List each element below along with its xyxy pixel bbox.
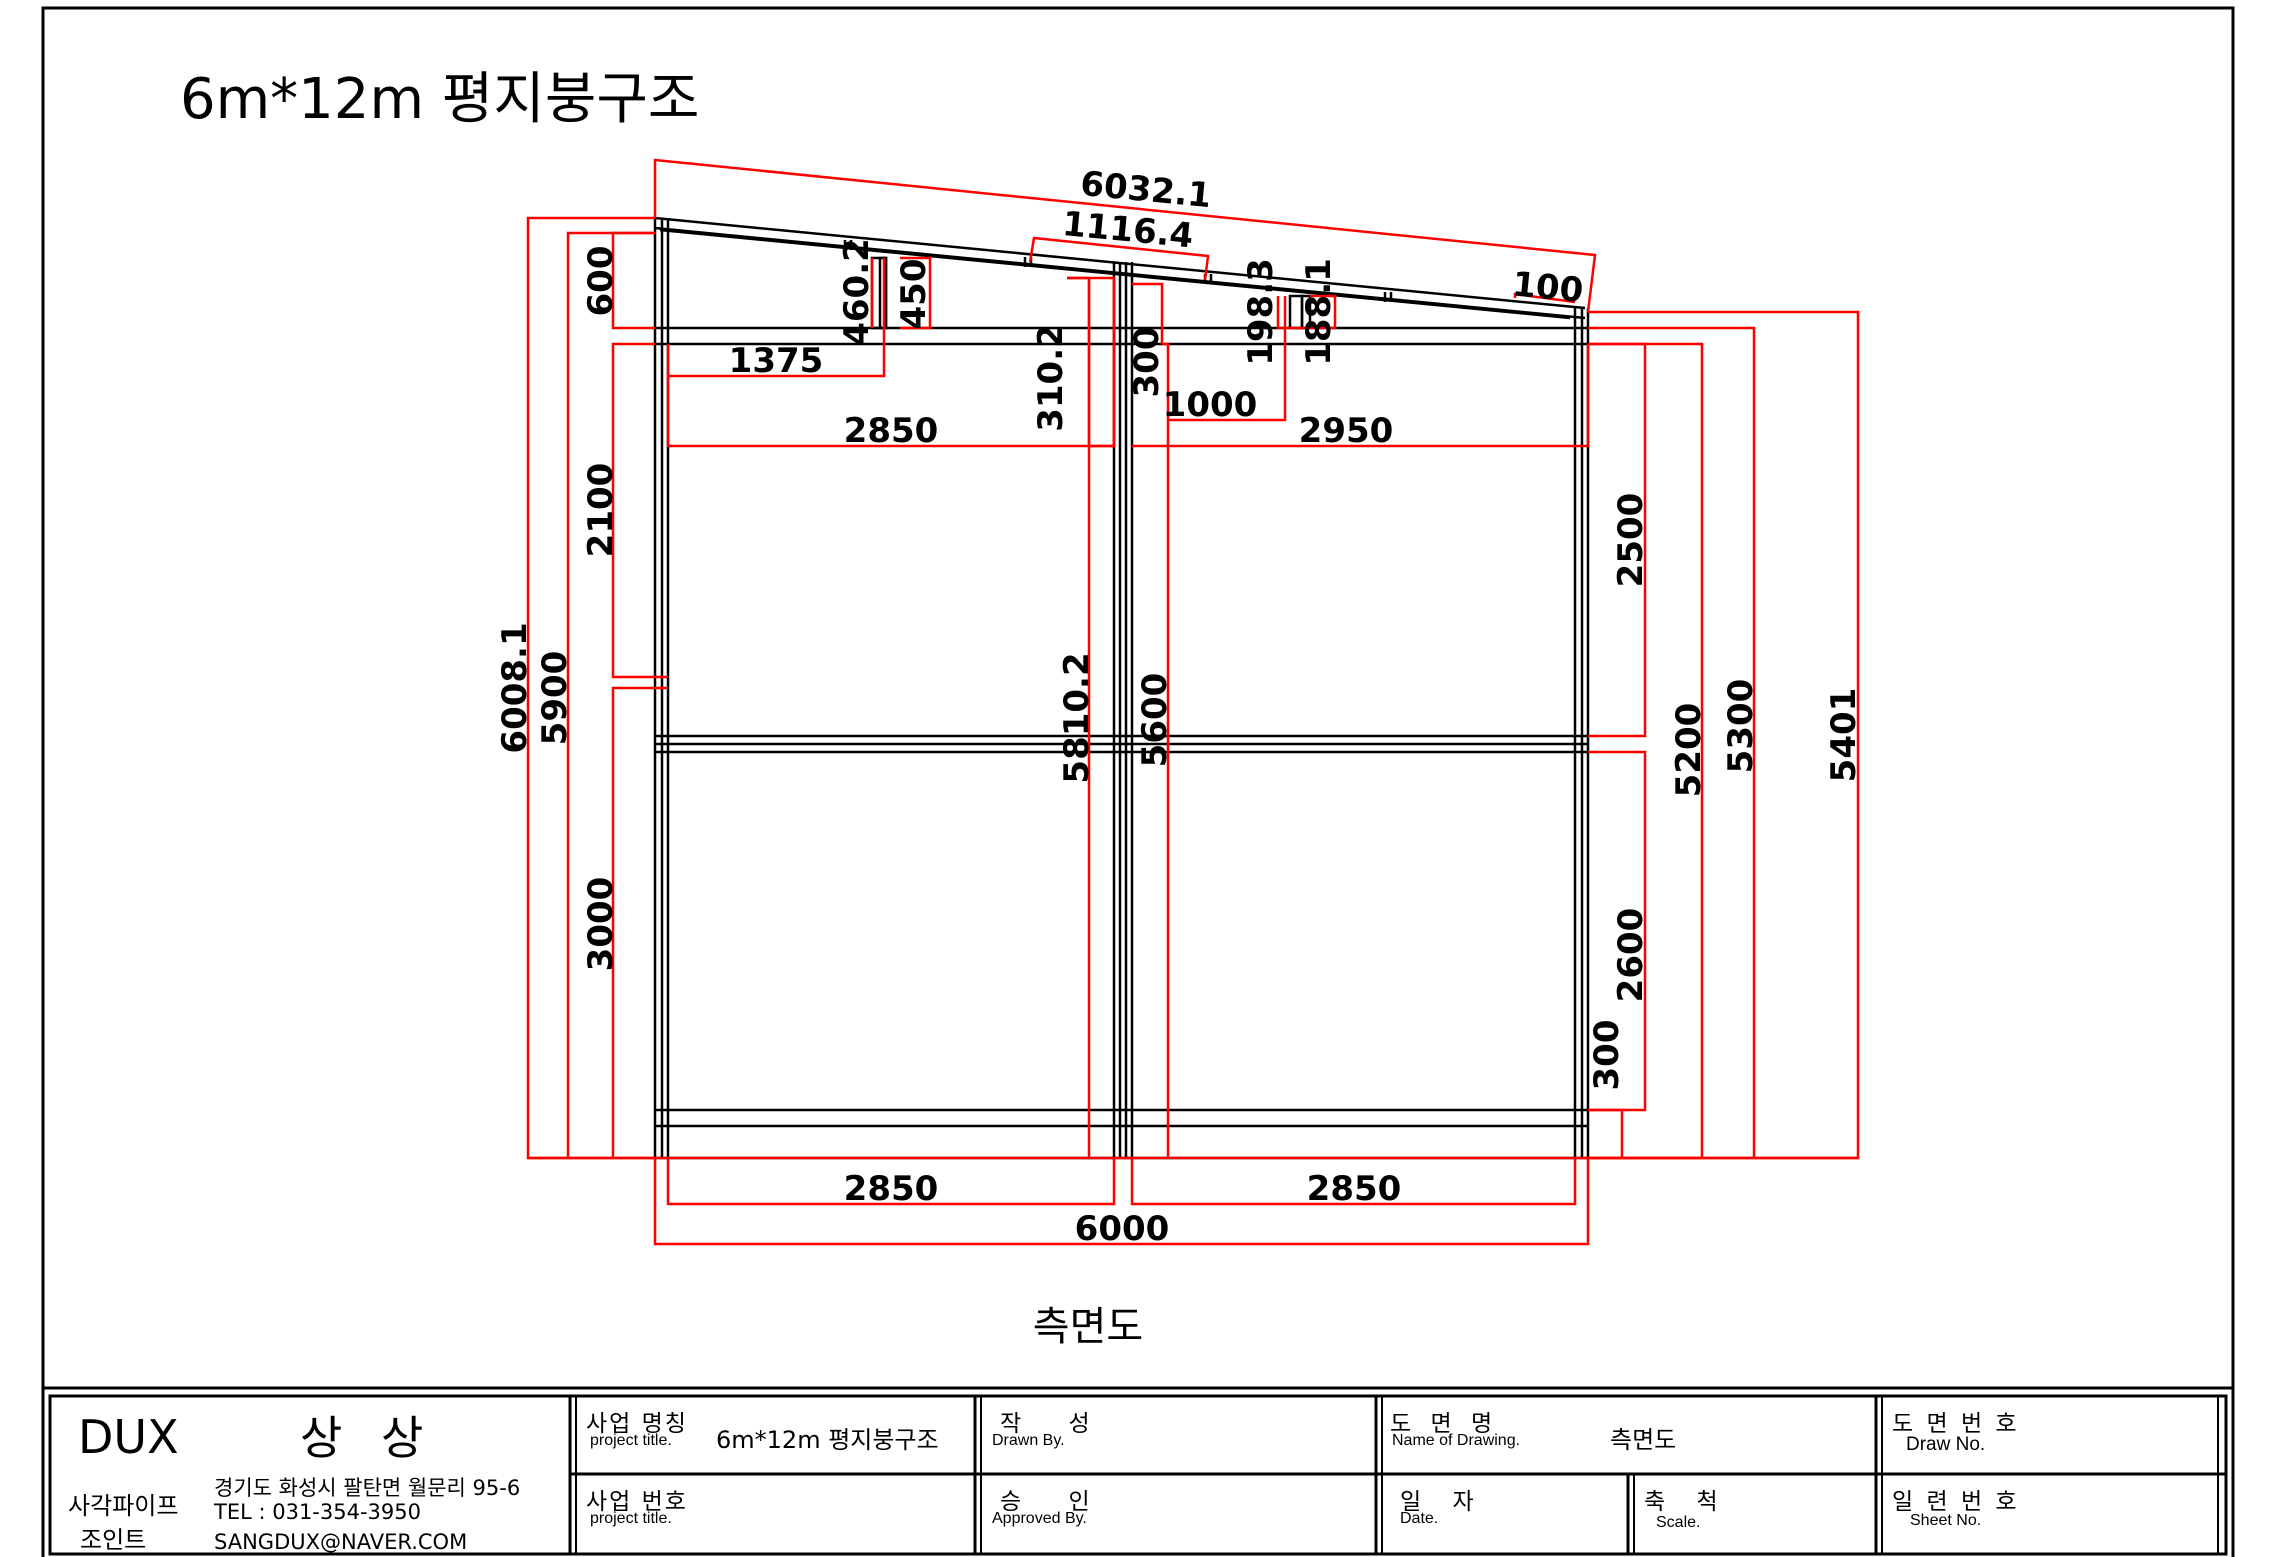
drawn-by-label: 작 성 [1000, 1411, 1110, 1437]
dimension-lines [526, 158, 1860, 1246]
date-label: 일 자 [1400, 1489, 1486, 1515]
dim-left-total-b: 5900 [535, 651, 575, 746]
dim-left-mid: 2100 [581, 463, 621, 558]
draw-no-sub: Draw No. [1906, 1434, 1986, 1455]
dim-center-post-a: 5810.2 [1057, 652, 1097, 783]
scale-label: 축 척 [1644, 1489, 1730, 1515]
dim-center-right-span: 1000 [1163, 385, 1258, 425]
drawing-name-value: 측면도 [1610, 1426, 1677, 1454]
dim-left-upper: 600 [581, 246, 621, 317]
dim-upper-left-span: 1375 [729, 341, 824, 381]
project-name-sub: project title. [590, 1432, 672, 1449]
project-name-label: 사업 명칭 [586, 1411, 688, 1437]
dim-rafter-c: 198.3 [1241, 258, 1281, 366]
dim-center-post-b: 5600 [1135, 673, 1175, 768]
sheet-border [41, 6, 2235, 1557]
title-block-lines [43, 1386, 2233, 1556]
approved-by-sub: Approved By. [992, 1510, 1087, 1527]
dim-left-total-a: 6008.1 [495, 622, 535, 753]
scale-sub: Scale. [1656, 1514, 1701, 1531]
company-email: SANGDUX@NAVER.COM [214, 1530, 468, 1554]
dim-right-upper: 2500 [1611, 493, 1651, 588]
dim-bottom-total: 6000 [1075, 1209, 1170, 1249]
dim-upper-bay-left: 2850 [844, 411, 939, 451]
dim-upper-bay-right: 2950 [1299, 411, 1394, 451]
drawing-title: 6m*12m 평지붕구조 [180, 67, 699, 132]
dim-right-overhang: 100 [1510, 264, 1584, 311]
company-tel: TEL : 031-354-3950 [214, 1500, 421, 1524]
sheet-no-sub: Sheet No. [1910, 1512, 1982, 1529]
dim-rafter-d: 188.1 [1299, 258, 1339, 366]
company-desc-2: 조인트 [80, 1526, 147, 1554]
dim-center-top-a: 310.2 [1031, 324, 1071, 432]
date-sub: Date. [1400, 1510, 1439, 1527]
dim-bottom-bay-left: 2850 [844, 1169, 939, 1209]
dim-right-total-c: 5401 [1824, 688, 1864, 783]
project-name-value: 6m*12m 평지붕구조 [716, 1426, 939, 1454]
dim-bottom-bay-right: 2850 [1307, 1169, 1402, 1209]
company-logo: DUX [78, 1410, 179, 1464]
dim-right-total-a: 5200 [1669, 703, 1709, 798]
sheet-no-label: 일 련 번 호 [1892, 1489, 2020, 1515]
dim-rafter-a: 460.2 [837, 238, 877, 346]
drawing-name-sub: Name of Drawing. [1392, 1432, 1521, 1449]
dim-left-lower: 3000 [581, 877, 621, 972]
project-no-sub: project title. [590, 1510, 672, 1527]
project-no-label: 사업 번호 [586, 1489, 688, 1515]
draw-no-label: 도 면 번 호 [1892, 1411, 2020, 1437]
company-name: 상 상 [300, 1411, 436, 1465]
dim-center-top-b: 300 [1127, 327, 1167, 398]
dim-rafter-b: 450 [894, 259, 934, 330]
dim-right-base: 300 [1587, 1020, 1627, 1091]
drawn-by-sub: Drawn By. [992, 1432, 1065, 1449]
dim-right-total-b: 5300 [1721, 679, 1761, 774]
company-desc-1: 사각파이프 [68, 1492, 179, 1520]
drawing-caption: 측면도 [1033, 1304, 1143, 1350]
approved-by-label: 승 인 [1000, 1489, 1110, 1515]
company-address: 경기도 화성시 팔탄면 월문리 95-6 [214, 1476, 521, 1500]
dim-right-lower: 2600 [1611, 908, 1651, 1003]
drawing-name-label: 도 면 명 [1390, 1411, 1499, 1437]
